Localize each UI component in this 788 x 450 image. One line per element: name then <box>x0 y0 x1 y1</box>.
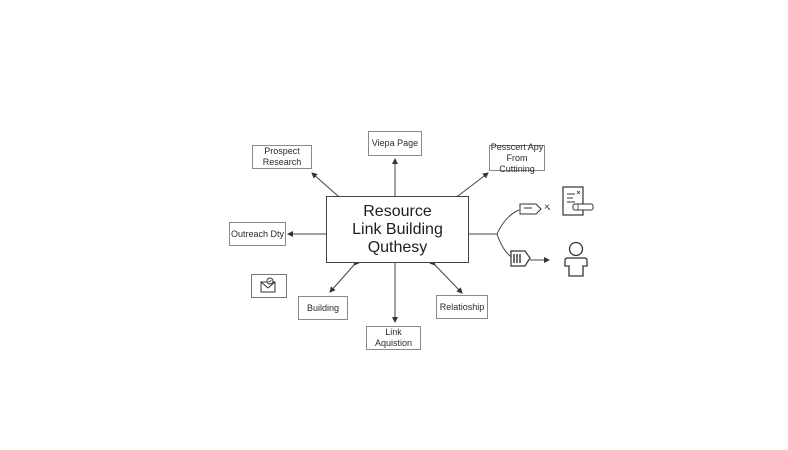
connector-pesscert <box>452 172 489 202</box>
node-relatioship: Relatioship <box>436 295 488 319</box>
node-viepa-page-label: Viepa Page <box>371 138 419 148</box>
node-prospect-research-label: Prospect Research <box>262 146 302 167</box>
node-pesscert-line2: From Cuttining <box>499 152 535 174</box>
envelope-icon <box>519 201 543 217</box>
node-building: Building <box>298 296 348 320</box>
node-pesscert: Pesscert Apy From Cuttining <box>489 141 545 174</box>
connector-right-upper <box>496 209 520 235</box>
tag-icon <box>509 248 533 270</box>
node-prospect-research: Prospect Research <box>252 145 312 169</box>
node-relatioship-label: Relatioship <box>439 301 485 312</box>
center-line-2: Link Building <box>352 220 443 238</box>
mail-check-icon <box>251 274 287 298</box>
node-link-aquistion-label: Link Aquistion <box>374 327 413 348</box>
node-viepa-page: Viepa Page <box>368 131 422 156</box>
x-mark: × <box>544 202 550 213</box>
node-building-label: Building <box>306 302 340 313</box>
connector-relatioship <box>429 259 463 294</box>
connector-prospect-research <box>311 172 344 202</box>
center-line-3: Quthesy <box>367 238 428 256</box>
connector-building <box>329 259 360 293</box>
node-outreach: Outreach Dty <box>229 222 286 246</box>
center-node: Resource Link Building Quthesy <box>326 196 469 263</box>
person-icon <box>561 240 591 278</box>
node-link-aquistion: Link Aquistion <box>366 326 421 350</box>
node-outreach-label: Outreach Dty <box>230 228 285 239</box>
center-line-1: Resource <box>363 202 432 220</box>
document-icon <box>561 186 595 218</box>
node-pesscert-line1: Pesscert Apy <box>490 141 544 152</box>
